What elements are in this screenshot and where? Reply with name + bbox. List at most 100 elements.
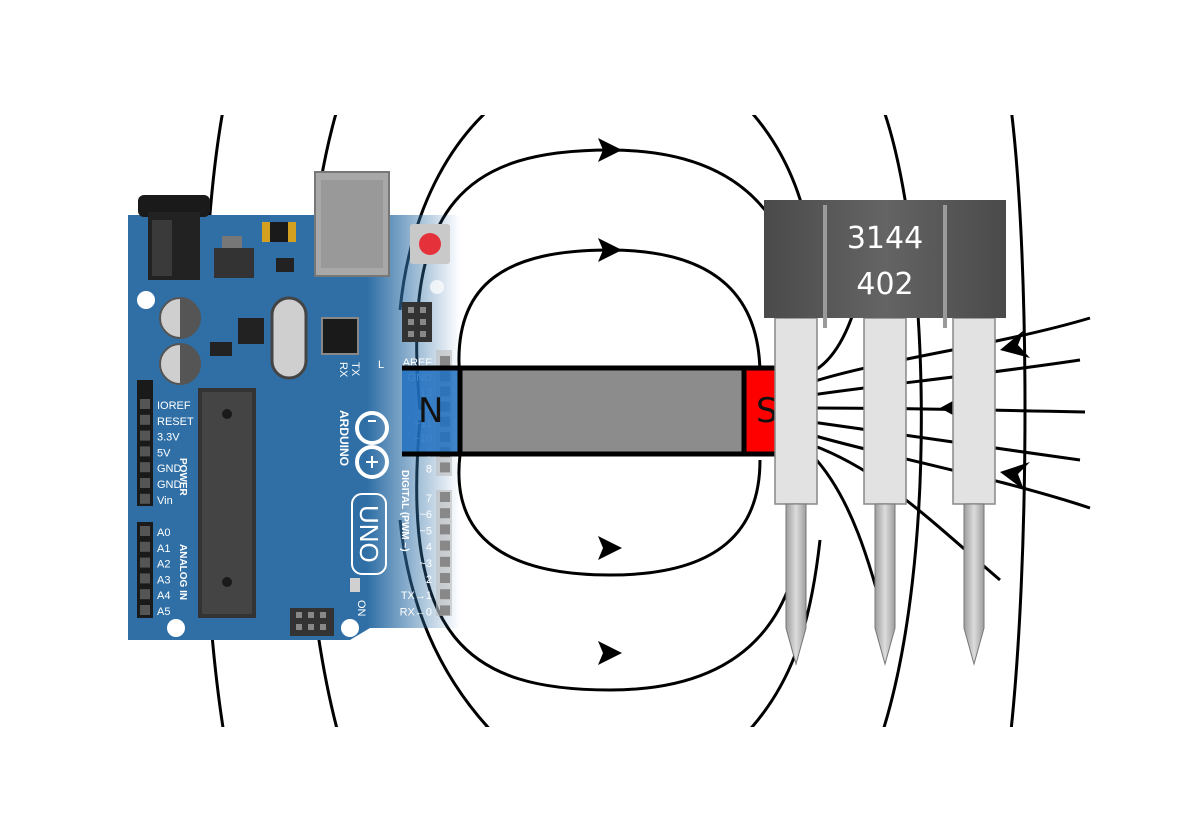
mounting-hole: [430, 280, 444, 294]
pin-label: TX→1: [401, 590, 432, 602]
pin-label: IOREF: [157, 400, 191, 412]
hall-effect-sensor: 3144 402: [764, 200, 1006, 666]
header-pin[interactable]: [440, 605, 450, 616]
field-arrow-right-1: [1000, 330, 1030, 358]
icsp-header-bottom: [290, 608, 334, 636]
pin-label: ~6: [419, 509, 432, 521]
power-header-label: POWER: [177, 458, 188, 497]
pin-label: RX←0: [400, 606, 432, 618]
field-arrow-right-3: [1000, 462, 1030, 490]
pin-label: GND: [157, 463, 182, 475]
header-pin[interactable]: [440, 462, 450, 473]
header-pin[interactable]: [140, 526, 150, 536]
pin-label: 8: [426, 463, 432, 475]
crystal-oscillator: [270, 296, 308, 380]
field-arrow-top-outer: [598, 138, 622, 162]
sensor-leg-middle: [863, 317, 907, 666]
field-arrow-bottom-inner: [598, 536, 622, 560]
pin-label: RESET: [157, 416, 194, 428]
on-led: [350, 578, 360, 592]
field-arrow-bottom-outer: [598, 641, 622, 665]
field-line-converge-3: [811, 406, 1086, 414]
pin-label: 7: [426, 493, 432, 505]
mounting-hole: [341, 619, 359, 637]
header-pin[interactable]: [440, 540, 450, 551]
header-pin[interactable]: [140, 557, 150, 568]
field-line-converge-1: [811, 316, 1091, 384]
pin-label: ~5: [419, 525, 432, 537]
electrolytic-capacitor: [159, 343, 201, 385]
header-pin[interactable]: [140, 478, 150, 488]
header-pin[interactable]: [140, 414, 150, 425]
atmega-microcontroller: [198, 388, 256, 618]
header-pin[interactable]: [140, 462, 150, 473]
header-pin[interactable]: [140, 573, 150, 584]
analog-header-label: ANALOG IN: [177, 544, 188, 600]
mounting-hole: [167, 619, 185, 637]
pin-label: A2: [157, 559, 170, 571]
header-pin[interactable]: [440, 556, 450, 567]
header-pin[interactable]: [440, 524, 450, 535]
field-line-ellipse-inner-bottom: [457, 454, 762, 577]
pin-label: 5V: [157, 447, 171, 459]
pin-label: A0: [157, 527, 170, 539]
pin-label: A1: [157, 543, 170, 555]
field-line-loop-b: [882, 115, 923, 727]
reset-button-cap[interactable]: [419, 233, 441, 255]
header-pin[interactable]: [440, 573, 450, 583]
north-pole-label: N: [418, 391, 443, 431]
header-pin[interactable]: [140, 446, 150, 457]
model-label: UNO: [354, 505, 384, 563]
electrolytic-capacitor: [159, 297, 201, 339]
pin-label: ~3: [419, 558, 432, 570]
led-l-label: L: [378, 359, 384, 371]
header-pin[interactable]: [140, 399, 150, 409]
header-pin[interactable]: [140, 605, 150, 615]
header-pin[interactable]: [140, 430, 150, 441]
field-line-ellipse-inner: [457, 248, 762, 381]
header-pin[interactable]: [440, 589, 450, 600]
pin-label: GND: [157, 479, 182, 491]
on-label: ON: [355, 600, 367, 617]
regulator-tab: [222, 236, 242, 248]
mounting-hole: [137, 291, 155, 309]
arduino-logo: [355, 411, 389, 479]
header-pin[interactable]: [140, 541, 150, 552]
tx-label: TX: [349, 362, 361, 377]
usb-serial-chip: [238, 318, 264, 344]
usb-interface-chip: [321, 317, 359, 355]
field-arrow-top-inner: [598, 238, 622, 262]
voltage-regulator: [214, 248, 254, 278]
header-pin[interactable]: [140, 589, 150, 600]
rx-label: RX: [337, 362, 349, 378]
sensor-leg-left: [774, 317, 818, 666]
pin-label: A3: [157, 574, 170, 586]
header-pin[interactable]: [440, 356, 450, 366]
sensor-leg-right: [952, 317, 996, 666]
magnet-outline: [402, 365, 800, 457]
model-badge: [351, 493, 387, 575]
pin-label: 3.3V: [157, 432, 180, 444]
sensor-marking-line1: 3144: [847, 221, 923, 256]
pin-label: A5: [157, 606, 170, 618]
smd-transistor: [276, 258, 294, 272]
sensor-marking-line2: 402: [856, 267, 913, 302]
header-pin[interactable]: [440, 508, 450, 519]
brand-label: ARDUINO: [337, 410, 351, 466]
magnet-north-pole: [402, 368, 460, 454]
field-line-lower-arc-right: [750, 539, 822, 727]
field-line-converge-4: [811, 420, 1081, 462]
smd-component: [210, 342, 232, 356]
pin-label: 2: [426, 574, 432, 586]
pin-label: 4: [426, 542, 432, 554]
pin-label: A4: [157, 590, 170, 602]
header-pin[interactable]: [140, 493, 150, 504]
pin-label: Vin: [157, 495, 173, 507]
magnet-body: [460, 368, 744, 454]
power-pin-labels: IOREF RESET 3.3V 5V GND GND Vin: [140, 399, 194, 507]
header-pin[interactable]: [440, 492, 450, 502]
digital-header-label: DIGITAL (PWM ~): [399, 470, 410, 552]
field-line-outer-right: [1009, 115, 1027, 727]
